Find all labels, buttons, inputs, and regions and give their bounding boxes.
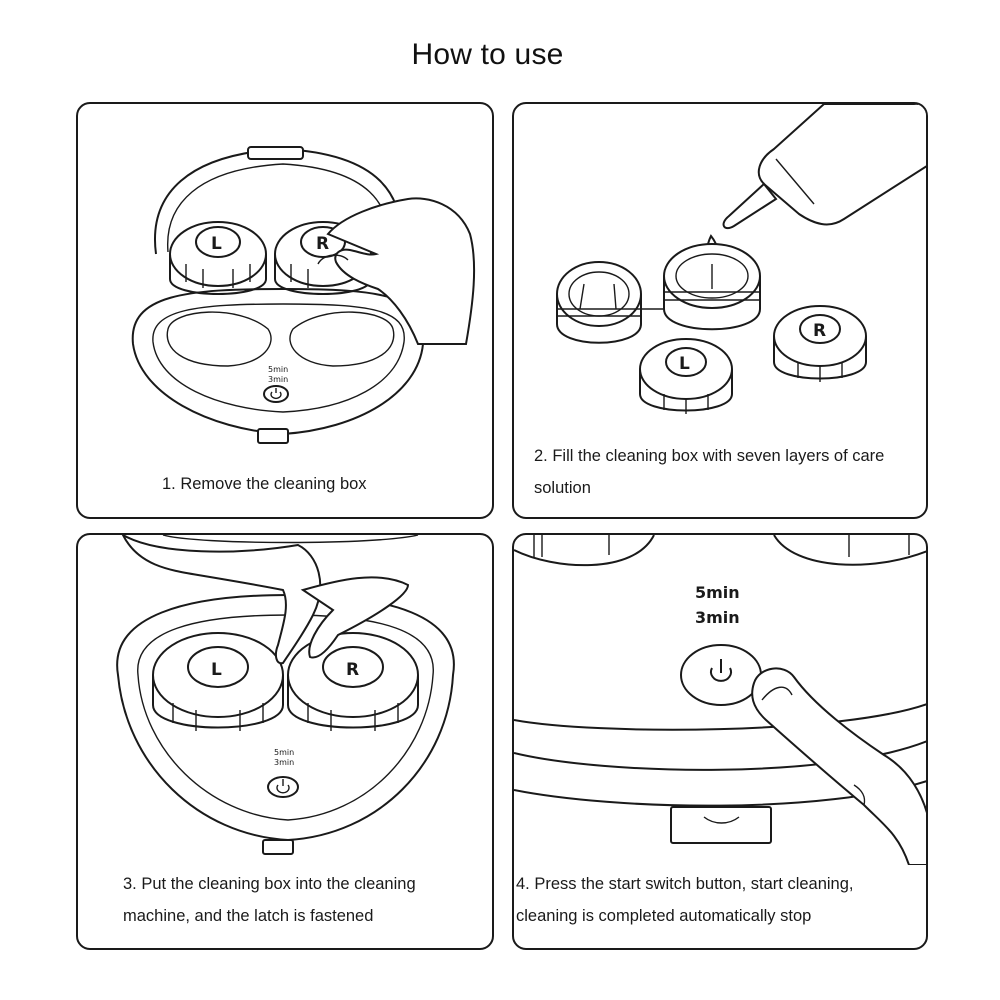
step-3-caption: 3. Put the cleaning box into the cleanin… [123,875,416,925]
left-cap: L [152,632,284,731]
step-4-panel: 5min 3min 4. Press the start switch butt… [512,533,928,950]
power-icon[interactable] [680,644,762,706]
step-3-illustration: 5min 3min L R [116,535,455,855]
step-4-caption: 4. Press the start switch button, start … [516,875,854,925]
step-1-panel: 5min 3min L R 1. Remove the cleaning box [76,102,494,519]
right-cap: R [773,305,867,382]
step-3-panel: 5min 3min L R 3. Put the cleaning box [76,533,494,950]
right-cap: R [287,632,419,731]
left-cap: L [639,338,733,414]
timer-label-3min: 3min [268,375,288,384]
page-title: How to use [411,38,564,71]
step-4-illustration: 5min 3min [514,535,926,865]
bottle-icon [722,104,926,230]
step-2-illustration: L R [556,104,926,414]
left-cap: L [169,221,267,295]
step-1-illustration: 5min 3min L R [131,146,476,444]
cap-label-R: R [813,321,826,341]
timer-label-5min: 5min [274,748,294,757]
finger-icon [751,667,926,865]
cap-label-R: R [346,660,359,680]
cap-label-L: L [211,660,222,680]
step-2-panel: L R 2. Fill the cleaning box with seven … [512,102,928,519]
cap-label-R: R [316,234,329,254]
power-icon[interactable] [263,385,289,403]
hand-icon [326,197,476,345]
step-2-caption: 2. Fill the cleaning box with seven laye… [534,447,885,497]
timer-label-3min: 3min [274,758,294,767]
hand-icon [121,535,322,665]
timer-label-5min: 5min [268,365,288,374]
timer-label-3min: 3min [695,608,740,627]
timer-label-5min: 5min [695,583,740,602]
cap-label-L: L [679,354,690,374]
open-case [556,243,761,344]
step-1-caption: 1. Remove the cleaning box [162,475,367,493]
power-icon[interactable] [267,776,299,798]
cap-label-L: L [211,234,222,254]
